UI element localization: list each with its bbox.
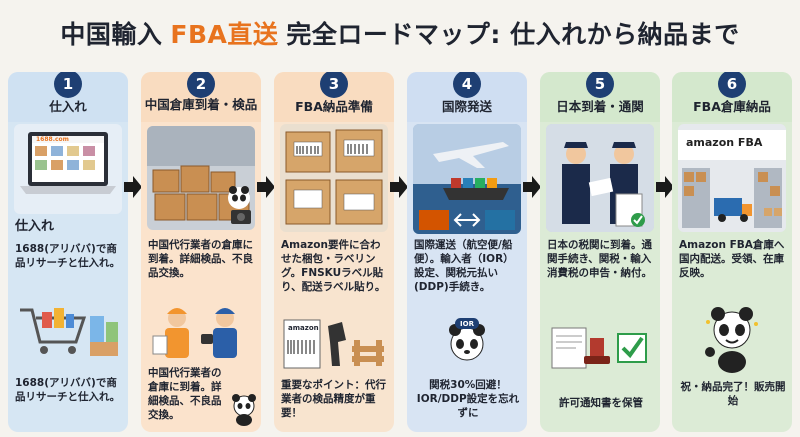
step-4-title: 国際発送 xyxy=(441,99,492,114)
step-1-column: 1 仕入れ 1688.com 仕入れ 1688(アリババ)で商品リサーチと仕入れ… xyxy=(8,72,128,432)
step-3-column: 3 FBA納品準備 Amazon要件に合わせた梱包・ラベリング。FNSKUラベル… xyxy=(274,72,394,432)
customs-officers-image xyxy=(546,124,654,232)
step-4-note: 関税30%回避！IOR/DDP設定を忘れずに xyxy=(416,379,520,419)
arrow-right-icon xyxy=(257,176,275,198)
celebrating-panda-icon xyxy=(702,304,762,374)
step-6-description: Amazon FBA倉庫へ国内配送。受領、在庫反映。 xyxy=(679,239,785,279)
panda-icon xyxy=(231,394,257,430)
step-5-note: 許可通知書を保管 xyxy=(559,397,643,409)
step-3-title: FBA納品準備 xyxy=(295,99,373,114)
step-3-note: 重要なポイント：代行業者の検品精度が重要！ xyxy=(281,379,386,419)
step-4-column: 4 国際発送 国際運送（航空便/船便）。輸入者（IOR）設定、関税元払い(DDP… xyxy=(407,72,527,432)
step-2-badge: 2 xyxy=(187,72,215,98)
box-brand-label: amazon xyxy=(288,324,319,332)
arrow-right-icon xyxy=(523,176,541,198)
step-2-note: 中国代行業者の倉庫に到着。詳細検品、不良品交換。 xyxy=(148,367,222,421)
step-5-description: 日本の税関に到着。通関手続き、関税・輸入消費税の申告・納付。 xyxy=(547,239,652,279)
stamp-and-check-icon xyxy=(546,324,654,372)
page-title: 中国輸入 FBA直送 完全ロードマップ: 仕入れから納品まで xyxy=(0,0,800,66)
inspectors-illustration xyxy=(147,302,255,362)
step-6-column: 6 FBA倉庫納品 amazon FBA Amazon FBA倉庫へ国内配送。受… xyxy=(672,72,792,432)
step-3-badge: 3 xyxy=(320,72,348,98)
step-1-note: 1688(アリババ)で商品リサーチと仕入れ。 xyxy=(15,377,121,403)
laptop-site-label: 1688.com xyxy=(36,136,69,143)
fba-sign: amazon FBA xyxy=(686,136,763,149)
step-2-description: 中国代行業者の倉庫に到着。詳細検品、不良品交換。 xyxy=(148,239,253,279)
step-5-title: 日本到着・通関 xyxy=(556,99,644,114)
fba-warehouse-image: amazon FBA xyxy=(678,124,786,232)
labeled-packages-image xyxy=(280,124,388,232)
warehouse-boxes-image xyxy=(147,126,255,230)
title-part1: 中国輸入 xyxy=(60,20,163,49)
step-6-title: FBA倉庫納品 xyxy=(693,99,771,114)
step-2-title: 中国倉庫到着・検品 xyxy=(144,97,258,112)
plane-and-ship-image xyxy=(413,124,521,234)
step-3-description: Amazon要件に合わせた梱包・ラベリング。FNSKUラベル貼り、配送ラベル貼り… xyxy=(281,239,386,293)
arrow-right-icon xyxy=(124,176,142,198)
panda-icon: IOR xyxy=(445,318,489,368)
laptop-illustration: 1688.com xyxy=(14,124,122,214)
ior-tag: IOR xyxy=(455,318,479,329)
title-part2: 完全ロードマップ: 仕入れから納品まで xyxy=(286,20,740,49)
step-1-badge: 1 xyxy=(54,72,82,98)
barcode-scanner-illustration: amazon xyxy=(280,316,388,374)
arrow-right-icon xyxy=(390,176,408,198)
step-5-column: 5 日本到着・通関 日本の税関に到着。通関手続き、関税・輸入消費税の申告・納付。… xyxy=(540,72,660,432)
step-1-title: 仕入れ xyxy=(49,99,87,114)
step-4-badge: 4 xyxy=(453,72,481,98)
arrow-right-icon xyxy=(656,176,674,198)
shopping-cart-icon xyxy=(14,298,122,362)
step-1-description: 1688(アリババ)で商品リサーチと仕入れ。 xyxy=(15,243,121,269)
step-6-note: 祝・納品完了！販売開始 xyxy=(680,381,786,407)
step-5-badge: 5 xyxy=(586,72,614,98)
step-2-column: 2 中国倉庫到着・検品 中国代行業者の倉庫に到着。詳細検品、不良品交換。 xyxy=(141,72,261,432)
step-4-description: 国際運送（航空便/船便）。輸入者（IOR）設定、関税元払い(DDP)手続き。 xyxy=(414,239,514,293)
step-6-badge: 6 xyxy=(718,72,746,98)
step-1-subtitle: 仕入れ xyxy=(15,219,55,234)
title-accent: FBA直送 xyxy=(170,20,279,49)
roadmap-steps: 1 仕入れ 1688.com 仕入れ 1688(アリババ)で商品リサーチと仕入れ… xyxy=(8,72,792,432)
